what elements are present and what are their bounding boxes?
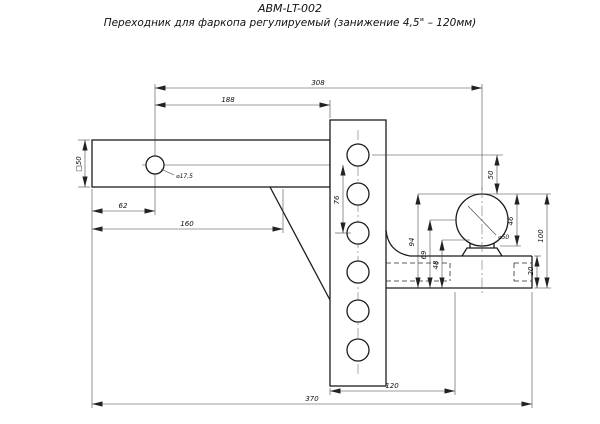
dim-label: 20 <box>527 266 535 275</box>
shank-group <box>91 84 350 301</box>
dim-46: 46 <box>500 194 521 247</box>
bracket-top-edge <box>385 229 532 257</box>
dim-370: 370 <box>92 292 533 408</box>
leader-line <box>160 168 175 176</box>
dim-120: 120 <box>329 292 456 395</box>
dim-label: 370 <box>305 395 319 403</box>
dim-76: 76 <box>333 165 351 234</box>
dim-label: □50 <box>75 156 83 172</box>
dim-label: 50 <box>487 170 495 179</box>
dim-20: 20 <box>527 255 541 288</box>
dim-label: 46 <box>507 216 515 225</box>
plate-hole <box>346 260 370 284</box>
dim-label: 100 <box>537 229 545 243</box>
dim-label: ⌀17,5 <box>176 173 193 180</box>
title-block: ABM-LT-002 Переходник для фаркопа регули… <box>104 2 477 29</box>
dim-label: 62 <box>119 202 128 210</box>
dim-48: 48 <box>432 239 470 288</box>
plate-hole <box>346 338 370 362</box>
dim-label: 160 <box>180 220 194 228</box>
dim-square50: □50 <box>75 139 90 188</box>
dimensions-group: 308 188 62 160 370 120 <box>75 79 551 408</box>
plate-hole <box>346 182 370 206</box>
dim-label: ⌀50 <box>498 234 509 241</box>
gusset-line <box>269 186 331 301</box>
dim-label: 120 <box>385 382 399 390</box>
dim-label: 308 <box>311 79 325 87</box>
bracket-right-bottom-edge <box>386 256 533 289</box>
dim-100: 100 <box>534 194 551 289</box>
plate-hole <box>346 143 370 167</box>
dim-94: 94 <box>408 193 551 288</box>
dim-50: 50 <box>372 154 503 194</box>
dim-label: 48 <box>432 260 440 269</box>
dim-308: 308 <box>155 79 483 190</box>
plate-group <box>329 119 387 387</box>
model-title: ABM-LT-002 <box>257 2 322 15</box>
shank-tube-outline <box>91 139 331 188</box>
dim-160: 160 <box>92 189 284 233</box>
dim-hole-diameter: ⌀17,5 <box>160 168 193 180</box>
dim-69: 69 <box>420 219 456 288</box>
dim-label: 76 <box>333 195 341 204</box>
description-title: Переходник для фаркопа регулируемый (зан… <box>104 17 477 29</box>
dim-62: 62 <box>91 189 155 408</box>
dim-label: 94 <box>408 238 416 247</box>
dim-label: 188 <box>221 96 235 104</box>
shank-hole <box>145 155 165 175</box>
plate-hole <box>346 299 370 323</box>
dim-188: 188 <box>155 96 331 118</box>
dim-ball-diameter: ⌀50 <box>467 205 509 241</box>
dim-label: 69 <box>420 250 428 259</box>
leader-line <box>467 205 497 236</box>
